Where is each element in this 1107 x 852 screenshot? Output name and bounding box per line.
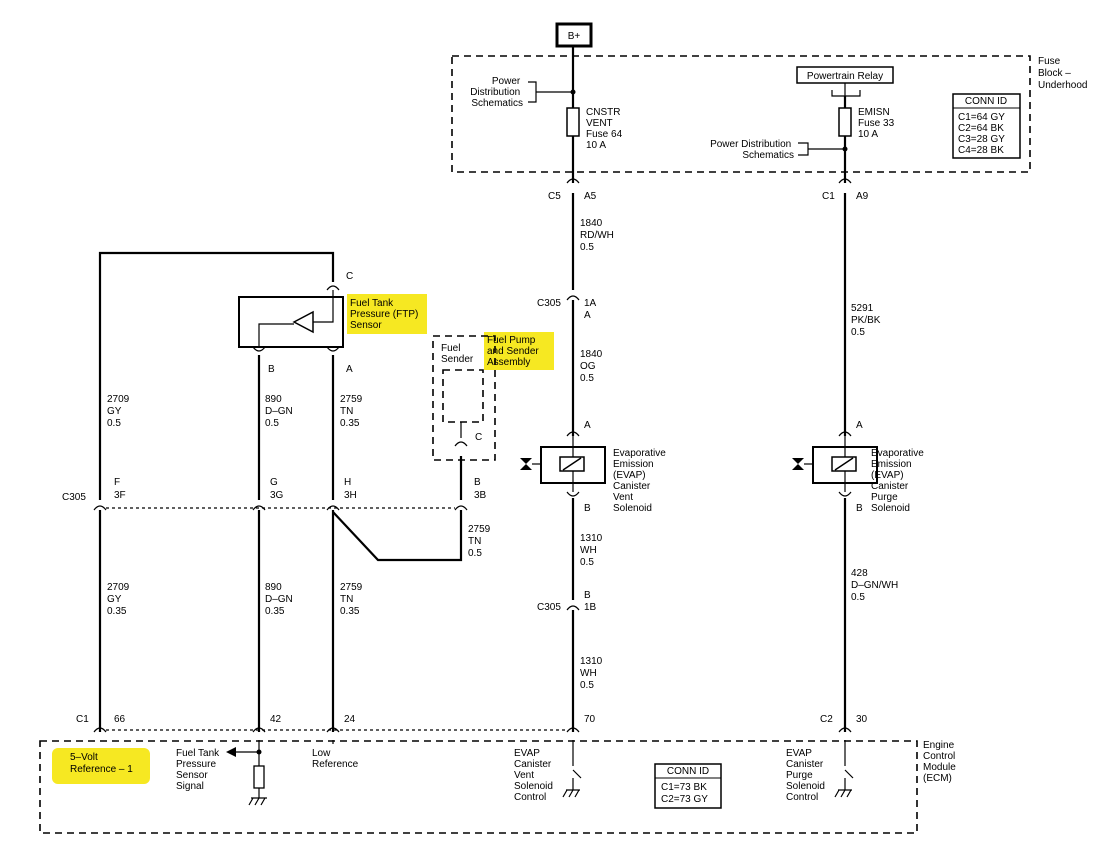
vent-pin-b: B <box>584 503 591 514</box>
c305-pin-f: F 3F <box>114 477 126 501</box>
ftp-sensor-internal <box>258 290 334 347</box>
power-dist-left-label: Power Distribution Schematics <box>470 76 523 109</box>
power-dist-right-label: Power Distribution Schematics <box>710 139 794 161</box>
power-dist-left-bracket <box>528 81 573 103</box>
fuel-sender-pin-b: B <box>474 477 481 488</box>
purge-pin-b: B <box>856 503 863 514</box>
purge-wire2-label: 428 D–GN/WH 0.5 <box>851 568 901 603</box>
pin-a5-label: A5 <box>584 191 597 202</box>
tn-splice-wire <box>332 510 463 562</box>
vent-wire4-label: 1310 WH 0.5 <box>580 656 605 691</box>
five-volt-ref-label: 5–Volt Reference – 1 <box>70 752 133 775</box>
pull-down-resistor-icon <box>253 765 265 789</box>
ftp-wire-dgn-label: 890 D–GN 0.5 <box>265 394 296 429</box>
vent-wire3-label: 1310 WH 0.5 <box>580 533 605 568</box>
connector-marks <box>93 178 852 733</box>
ftp-pin-c: C <box>346 271 353 282</box>
ftp-label: Fuel Tank Pressure (FTP) Sensor <box>350 298 421 331</box>
purge-pin-a: A <box>856 420 863 431</box>
ecm-outline <box>39 740 918 834</box>
ftp-pin-b: B <box>268 364 275 375</box>
fuel-pump-assembly-label: Fuel Pump and Sender Assembly <box>487 335 542 368</box>
powertrain-relay-label: Powertrain Relay <box>807 71 883 82</box>
ftp-wire-tn-label: 2759 TN 0.35 <box>340 394 365 429</box>
ground-icon-ftp <box>248 788 267 806</box>
fuel-sender-assembly-outline <box>432 335 496 461</box>
vent-wire2-label: 1840 OG 0.5 <box>580 349 605 384</box>
signal-arrow-icon <box>226 747 236 757</box>
fuse-64-icon <box>566 107 580 137</box>
fuse-block-title: Fuse Block – Underhood <box>1038 56 1087 91</box>
lower-gy-label: 2709 GY 0.35 <box>107 582 132 617</box>
vent-pin-a: A <box>584 420 591 431</box>
pin-a9-label: A9 <box>856 191 869 202</box>
vent-c305b-label: C305 <box>537 602 561 613</box>
ecm-conn-id-title: CONN ID <box>667 766 709 777</box>
vent-c305b-pin: B 1B <box>584 590 597 613</box>
lower-tn-label: 2759 TN 0.35 <box>340 582 365 617</box>
ftp-wire-gy-label: 2709 GY 0.5 <box>107 394 132 429</box>
fuel-sender-pin-c: C <box>475 432 482 443</box>
ecm-pin-24: 24 <box>344 714 356 725</box>
ftp-pin-a: A <box>346 364 353 375</box>
vent-c305-label: C305 <box>537 298 561 309</box>
lower-dgn-label: 890 D–GN 0.35 <box>265 582 296 617</box>
highlight-ftp <box>347 294 427 334</box>
ecm-conn-id-box <box>654 763 722 809</box>
ecm-title: Engine Control Module (ECM) <box>923 740 959 784</box>
purge-ecm-pin: 30 <box>856 714 868 725</box>
low-ref-label: Low Reference <box>312 748 359 770</box>
fuse-conn-id-list: C1=64 GY C2=64 BK C3=28 GY C4=28 BK <box>958 112 1008 156</box>
fuse-33-icon <box>838 107 852 137</box>
fuel-sender-label: Fuel Sender <box>441 343 474 365</box>
ecm-pin-42: 42 <box>270 714 282 725</box>
conn-c1-label: C1 <box>822 191 835 202</box>
purge-solenoid-label: Evaporative Emission (EVAP) Canister Pur… <box>871 448 927 514</box>
vent-ecm-pin: 70 <box>584 714 596 725</box>
power-dist-right-bracket <box>798 142 845 156</box>
ftp-signal-label: Fuel Tank Pressure Sensor Signal <box>176 748 222 792</box>
c305-row-label: C305 <box>62 492 86 503</box>
gy-wire <box>98 251 335 732</box>
vent-valve-icon <box>520 458 532 470</box>
purge-conn-c2: C2 <box>820 714 833 725</box>
c305-pin-h: H 3H <box>344 477 357 501</box>
fuel-sender-pin-3b: 3B <box>474 490 487 501</box>
purge-driver-switch-icon <box>834 740 854 798</box>
ecm-pin-66: 66 <box>114 714 126 725</box>
vent-solenoid-label: Evaporative Emission (EVAP) Canister Ven… <box>613 448 669 514</box>
ecm-conn-id-list: C1=73 BK C2=73 GY <box>661 782 710 805</box>
ftp-amplifier-icon <box>292 310 314 334</box>
c305-pin-g: G 3G <box>270 477 284 501</box>
fuel-sender-wire-label: 2759 TN 0.5 <box>468 524 493 559</box>
ecm-conn-c1: C1 <box>76 714 89 725</box>
vent-c305-pin: 1A A <box>584 298 598 321</box>
vent-driver-switch-icon <box>562 740 582 798</box>
fuel-sender-outline <box>442 369 484 423</box>
fuse-33-label: EMISN Fuse 33 10 A <box>858 107 897 140</box>
fuse-block-outline <box>451 55 1031 173</box>
vent-control-label: EVAP Canister Vent Solenoid Control <box>514 748 556 803</box>
purge-valve-icon <box>792 458 804 470</box>
bplus-label: B+ <box>568 31 581 42</box>
purge-wire1-label: 5291 PK/BK 0.5 <box>851 303 883 338</box>
vent-wire1-label: 1840 RD/WH 0.5 <box>580 218 617 253</box>
conn-c5-label: C5 <box>548 191 561 202</box>
highlight-5v-ref <box>52 748 150 784</box>
relay-contact-icon <box>831 83 861 97</box>
purge-control-label: EVAP Canister Purge Solenoid Control <box>786 748 828 803</box>
fuse-conn-id-title: CONN ID <box>965 96 1007 107</box>
fuse-conn-id-box <box>952 93 1021 159</box>
fuse-64-label: CNSTR VENT Fuse 64 10 A <box>586 107 625 151</box>
